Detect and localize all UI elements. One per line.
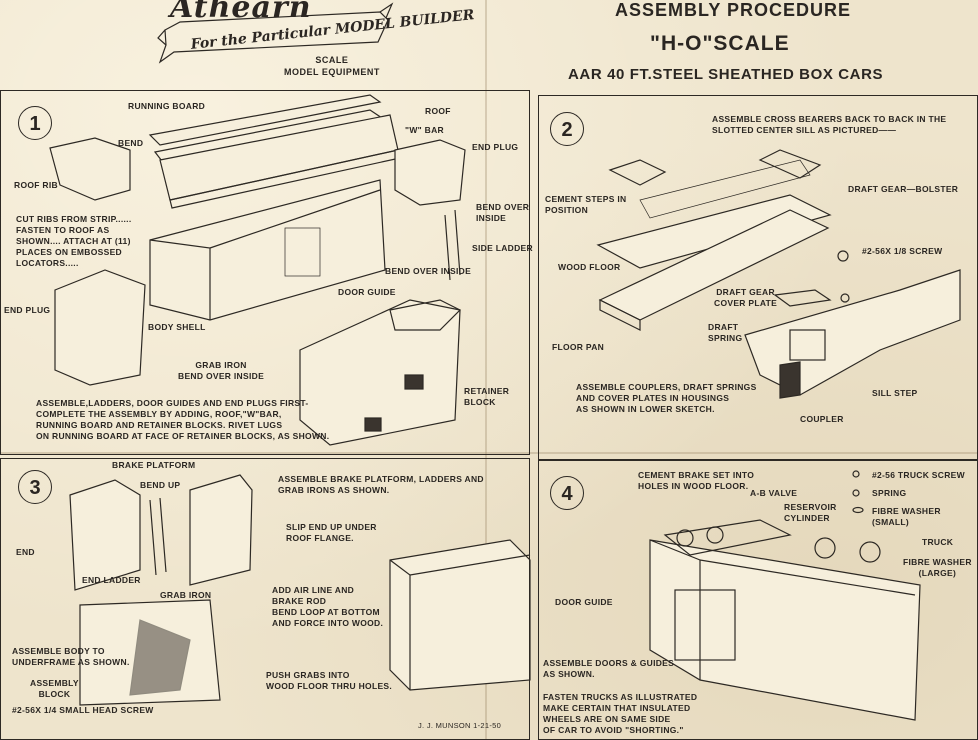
label-screw: #2-56X 1/8 SCREW [862, 246, 943, 256]
fold-line-horizontal [0, 452, 978, 454]
page-title: ASSEMBLY PROCEDURE [615, 0, 852, 20]
label-ab-valve: A-B VALVE [750, 488, 798, 498]
label-slip-end: SLIP END UP UNDER ROOF FLANGE. [286, 522, 377, 543]
fold-line-vertical [485, 0, 487, 740]
label-air-line: ADD AIR LINE AND BRAKE ROD BEND LOOP AT … [272, 585, 384, 628]
note-step-4: FASTEN TRUCKS AS ILLUSTRATED MAKE CERTAI… [543, 692, 698, 735]
label-draft-spring: DRAFT SPRING [708, 322, 743, 343]
label-reservoir-cylinder: RESERVOIR CYLINDER [784, 502, 837, 523]
label-door-guide: DOOR GUIDE [338, 287, 396, 297]
step-4-number: 4 [550, 476, 584, 510]
label-coupler: COUPLER [800, 414, 844, 424]
note-assemble-step-1: ASSEMBLE,LADDERS, DOOR GUIDES AND END PL… [36, 398, 330, 441]
label-sill-step: SILL STEP [872, 388, 918, 398]
step-3-panel [0, 458, 530, 740]
label-truck: TRUCK [922, 537, 954, 547]
step-1-panel [0, 90, 530, 455]
label-roof-rib: ROOF RIB [14, 180, 58, 190]
label-end-ladder: END LADDER [82, 575, 141, 585]
label-assemble-body: ASSEMBLE BODY TO UNDERFRAME AS SHOWN. [12, 646, 130, 667]
brand-name: Athearn [170, 0, 312, 25]
step-1-number: 1 [18, 106, 52, 140]
label-grab-iron-3: GRAB IRON [160, 590, 212, 600]
label-spring: SPRING [872, 488, 907, 498]
brand-subline-1: SCALE [315, 55, 349, 65]
label-cross-bearers: ASSEMBLE CROSS BEARERS BACK TO BACK IN T… [712, 114, 947, 135]
label-fibre-washer-large: FIBRE WASHER (LARGE) [903, 557, 972, 578]
label-retainer-block: RETAINER BLOCK [464, 386, 510, 407]
scale-title: "H-O"SCALE [650, 32, 790, 55]
step-2-number: 2 [550, 112, 584, 146]
label-small-head-screw: #2-56X 1/4 SMALL HEAD SCREW [12, 705, 154, 715]
label-door-guide-4: DOOR GUIDE [555, 597, 613, 607]
label-body-shell: BODY SHELL [148, 322, 206, 332]
label-w-bar: "W" BAR [405, 125, 444, 135]
label-fibre-washer-small: FIBRE WASHER (SMALL) [872, 506, 941, 527]
label-cement-steps: CEMENT STEPS IN POSITION [545, 194, 627, 215]
label-bend-over-inside-a: BEND OVER INSIDE [476, 202, 530, 223]
note-step-2: ASSEMBLE COUPLERS, DRAFT SPRINGS AND COV… [576, 382, 757, 414]
label-brake-platform: BRAKE PLATFORM [112, 460, 196, 470]
label-roof: ROOF [425, 106, 451, 116]
label-running-board: RUNNING BOARD [128, 101, 206, 111]
label-side-ladder: SIDE LADDER [472, 243, 533, 253]
label-end-plug-top: END PLUG [472, 142, 519, 152]
page-subtitle: AAR 40 FT.STEEL SHEATHED BOX CARS [568, 66, 884, 83]
brand-subline-2: MODEL EQUIPMENT [284, 67, 380, 77]
label-draft-gear-bolster: DRAFT GEAR—BOLSTER [848, 184, 959, 194]
note-cut-ribs: CUT RIBS FROM STRIP...... FASTEN TO ROOF… [16, 214, 132, 268]
label-end-plug-left: END PLUG [4, 305, 51, 315]
label-push-grabs: PUSH GRABS INTO WOOD FLOOR THRU HOLES. [266, 670, 393, 691]
note-step-3: ASSEMBLE BRAKE PLATFORM, LADDERS AND GRA… [278, 474, 484, 495]
label-grab-iron: GRAB IRON BEND OVER INSIDE [178, 360, 265, 381]
label-end: END [16, 547, 35, 557]
label-bend: BEND [118, 138, 144, 148]
label-floor-pan: FLOOR PAN [552, 342, 605, 352]
label-truck-screw: #2-56 TRUCK SCREW [872, 470, 965, 480]
label-wood-floor: WOOD FLOOR [558, 262, 621, 272]
brand-subline: SCALE MODEL EQUIPMENT [284, 54, 380, 78]
step-3-number: 3 [18, 470, 52, 504]
draftsman-signature: J. J. MUNSON 1-21-50 [418, 721, 502, 730]
label-assembly-block: ASSEMBLY BLOCK [30, 678, 79, 699]
label-bend-over-inside-b: BEND OVER INSIDE [385, 266, 472, 276]
label-cement-brake: CEMENT BRAKE SET INTO HOLES IN WOOD FLOO… [638, 470, 755, 491]
label-bend-up: BEND UP [140, 480, 181, 490]
label-doors-guides: ASSEMBLE DOORS & GUIDES AS SHOWN. [543, 658, 675, 679]
label-draft-gear-cover: DRAFT GEAR COVER PLATE [714, 287, 778, 308]
